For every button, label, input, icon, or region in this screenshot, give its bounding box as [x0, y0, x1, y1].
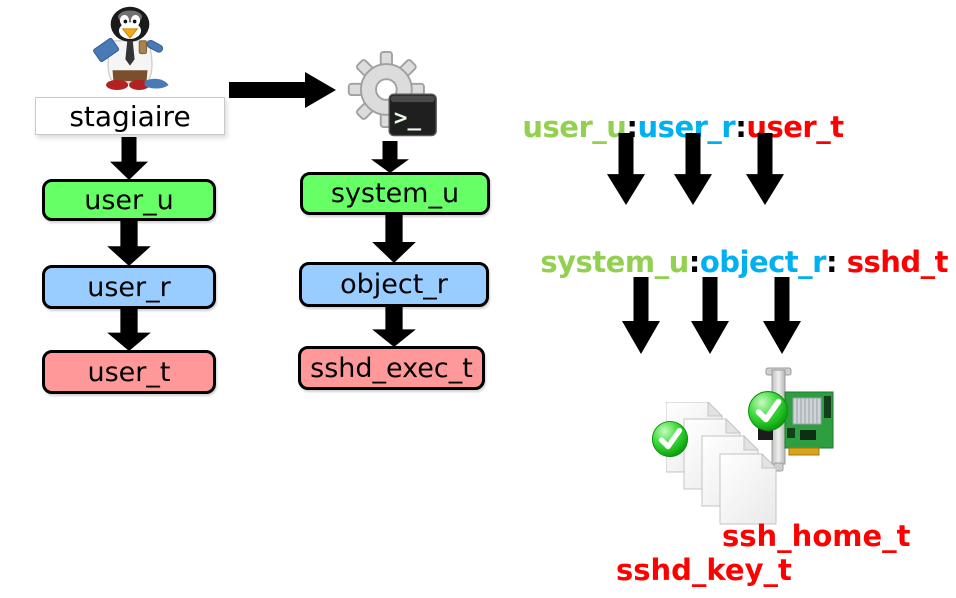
- down-arrow-icon: [109, 137, 149, 180]
- ctx1-colon2: :: [735, 110, 747, 144]
- ctx2-type: sshd_t: [846, 245, 949, 279]
- down-arrow-icon: [370, 141, 410, 173]
- right-arrow-icon: [229, 71, 337, 109]
- ctx1-colon: :: [626, 110, 638, 144]
- down-arrow-icon: [371, 306, 417, 347]
- down-arrow-icon: [106, 308, 152, 351]
- user-type-box: user_t: [42, 350, 216, 394]
- ctx2-user: system_u: [540, 245, 689, 279]
- terminal-window: >_: [388, 93, 437, 137]
- tux-penguin-icon: [84, 4, 176, 96]
- process-identity-box: system_u: [300, 172, 490, 215]
- down-arrow-icon: [106, 220, 152, 266]
- green-check-badge-icon: [651, 420, 689, 458]
- document-stack-icon: [666, 402, 778, 526]
- actor-name-box: stagiaire: [35, 97, 225, 135]
- down-arrow-icon: [673, 133, 713, 205]
- down-arrow-icon: [606, 133, 646, 205]
- down-arrow-icon: [762, 277, 802, 354]
- ctx2-role: object_r: [699, 245, 827, 279]
- process-type-label: sshd_exec_t: [310, 352, 473, 384]
- user-context-string: user_u:user_r:user_t: [484, 84, 844, 171]
- sshd-key-type-label: sshd_key_t: [616, 553, 792, 587]
- ctx1-user: user_u: [522, 110, 627, 144]
- user-identity-box: user_u: [42, 179, 216, 221]
- ctx2-colon: :: [688, 245, 701, 279]
- svg-text:>_: >_: [394, 105, 422, 131]
- user-identity-label: user_u: [84, 184, 174, 216]
- process-type-box: sshd_exec_t: [298, 346, 485, 390]
- user-role-label: user_r: [87, 271, 171, 303]
- process-role-label: object_r: [340, 269, 448, 300]
- down-arrow-icon: [621, 277, 661, 354]
- user-role-box: user_r: [42, 265, 216, 309]
- ctx2-colon2: :: [825, 245, 847, 279]
- actor-name-label: stagiaire: [69, 99, 191, 133]
- process-role-box: object_r: [299, 262, 489, 307]
- down-arrow-icon: [371, 214, 417, 263]
- down-arrow-icon: [745, 133, 785, 205]
- ssh-home-type-label: ssh_home_t: [722, 519, 911, 553]
- process-identity-label: system_u: [330, 178, 460, 209]
- green-check-badge-icon: [747, 390, 789, 432]
- user-type-label: user_t: [87, 356, 171, 388]
- gear-terminal-icon: >_: [342, 50, 442, 144]
- process-context-string: system_u:object_r: sshd_t: [502, 219, 948, 306]
- down-arrow-icon: [690, 277, 730, 354]
